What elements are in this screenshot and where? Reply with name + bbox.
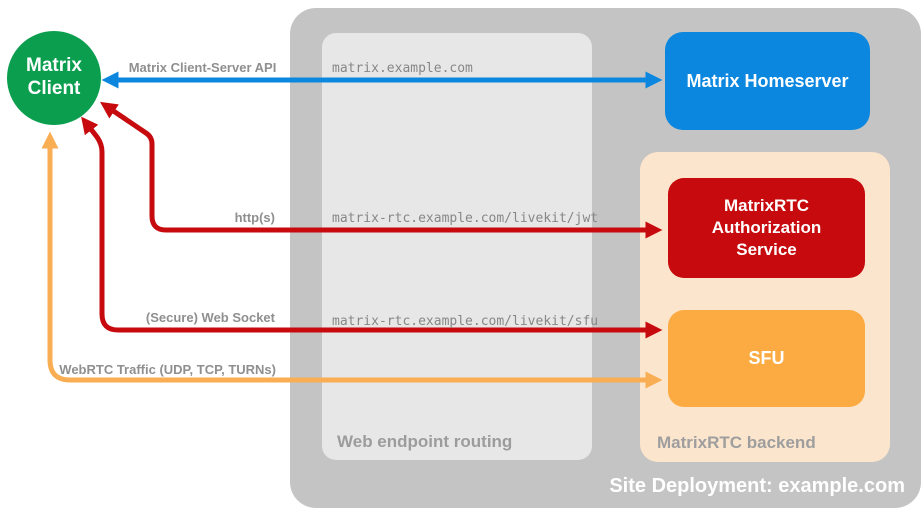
websocket-edge-label: (Secure) Web Socket	[145, 310, 275, 325]
endpoint-livekit-jwt: matrix-rtc.example.com/livekit/jwt	[332, 211, 599, 226]
matrix-client-node: Matrix Client	[7, 31, 101, 125]
endpoint-livekit-sfu: matrix-rtc.example.com/livekit/sfu	[332, 314, 599, 329]
http-edge-label: http(s)	[234, 210, 275, 225]
client-server-api-edge-label: Matrix Client-Server API	[128, 60, 277, 75]
site-deployment-label: Site Deployment: example.com	[609, 475, 905, 497]
matrixrtc-authorization-service-node: MatrixRTC Authorization Service	[668, 178, 865, 278]
web-endpoint-routing-label: Web endpoint routing	[337, 432, 513, 451]
webrtc-traffic-edge-label: WebRTC Traffic (UDP, TCP, TURNs)	[59, 362, 276, 377]
matrix-homeserver-node: Matrix Homeserver	[665, 32, 870, 130]
matrixrtc-backend-label: MatrixRTC backend	[657, 433, 816, 452]
sfu-node: SFU	[668, 310, 865, 407]
web-endpoint-routing-container: Web endpoint routing	[322, 33, 592, 460]
endpoint-matrix-example-com: matrix.example.com	[332, 61, 473, 76]
